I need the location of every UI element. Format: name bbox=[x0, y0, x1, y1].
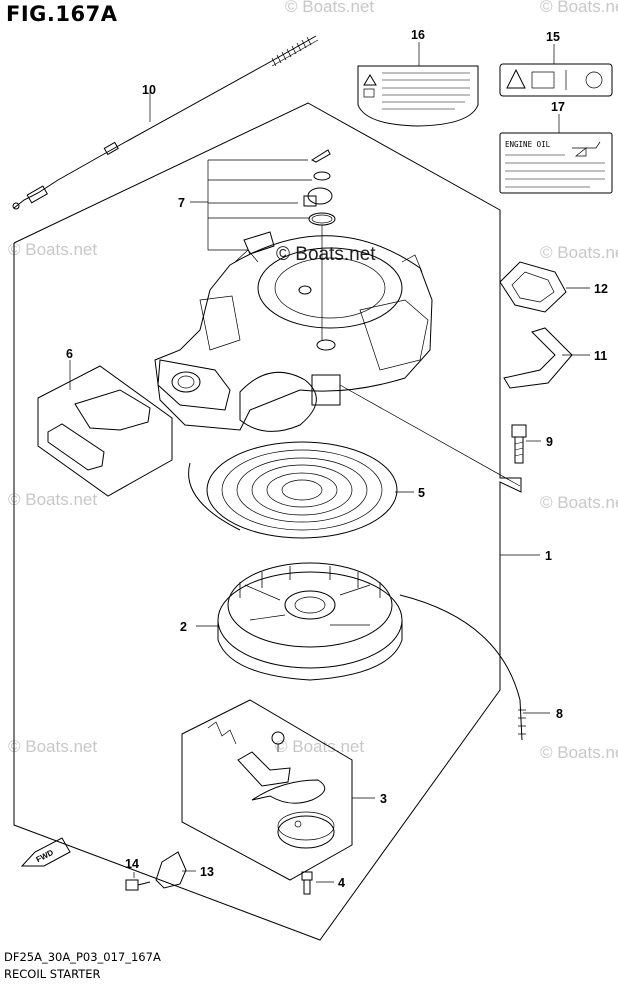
callout-5: 5 bbox=[418, 486, 425, 500]
callout-11: 11 bbox=[594, 349, 607, 363]
callout-3: 3 bbox=[380, 792, 387, 806]
part-3-ratchet-group bbox=[181, 699, 353, 881]
watermark: © Boats.net bbox=[8, 240, 97, 259]
callout-17: 17 bbox=[551, 100, 565, 114]
callout-6: 6 bbox=[66, 347, 73, 361]
figure-code: DF25A_30A_P03_017_167A bbox=[4, 950, 161, 964]
label-15 bbox=[499, 63, 613, 97]
watermark: © Boats.net bbox=[540, 493, 618, 512]
watermarks: © Boats.net © Boats.net © Boats.net © Bo… bbox=[8, 0, 618, 762]
engine-oil-label: ENGINE OIL bbox=[505, 140, 551, 149]
callout-13: 13 bbox=[200, 865, 214, 879]
callout-7: 7 bbox=[178, 196, 185, 210]
callout-4: 4 bbox=[338, 876, 345, 890]
figure-title: FIG.167A bbox=[6, 2, 118, 26]
watermark: © Boats.net bbox=[285, 0, 374, 16]
watermark: © Boats.net bbox=[540, 0, 618, 16]
label-17: ENGINE OIL bbox=[499, 132, 613, 194]
part-12-grommet bbox=[499, 261, 567, 313]
assembly-outline bbox=[13, 102, 522, 941]
part-11-bracket bbox=[503, 327, 573, 389]
callout-16: 16 bbox=[411, 28, 425, 42]
part-14-bolt bbox=[125, 879, 151, 891]
callout-8: 8 bbox=[556, 707, 563, 721]
watermark: © Boats.net bbox=[540, 743, 618, 762]
watermark: © Boats.net bbox=[8, 737, 97, 756]
callout-15: 15 bbox=[546, 30, 560, 44]
part-5-spring bbox=[188, 441, 398, 539]
callout-9: 9 bbox=[546, 435, 553, 449]
callout-14: 14 bbox=[125, 857, 139, 871]
part-6-handle-group bbox=[37, 365, 173, 497]
watermark: © Boats.net bbox=[275, 737, 364, 756]
label-16 bbox=[357, 65, 479, 127]
callout-2: 2 bbox=[180, 620, 187, 634]
part-10-cable bbox=[12, 35, 319, 210]
callout-numbers: 1 2 3 4 5 6 7 8 9 10 11 12 13 14 15 16 1… bbox=[66, 28, 608, 890]
figure-name: RECOIL STARTER bbox=[4, 967, 101, 981]
callout-10: 10 bbox=[142, 83, 156, 97]
part-4-screw bbox=[301, 871, 313, 895]
part-2-reel bbox=[217, 562, 403, 681]
recoil-housing bbox=[154, 235, 433, 432]
part-8-rope bbox=[399, 594, 526, 741]
watermark: © Boats.net bbox=[540, 243, 618, 262]
part-7-group bbox=[190, 149, 336, 340]
part-13-clip bbox=[155, 851, 187, 889]
fwd-arrow: FWD bbox=[20, 837, 71, 867]
callout-leaders bbox=[69, 42, 590, 883]
callout-12: 12 bbox=[594, 282, 608, 296]
watermark: © Boats.net bbox=[8, 490, 97, 509]
callout-1: 1 bbox=[545, 549, 552, 563]
part-9-bolt bbox=[511, 424, 527, 464]
